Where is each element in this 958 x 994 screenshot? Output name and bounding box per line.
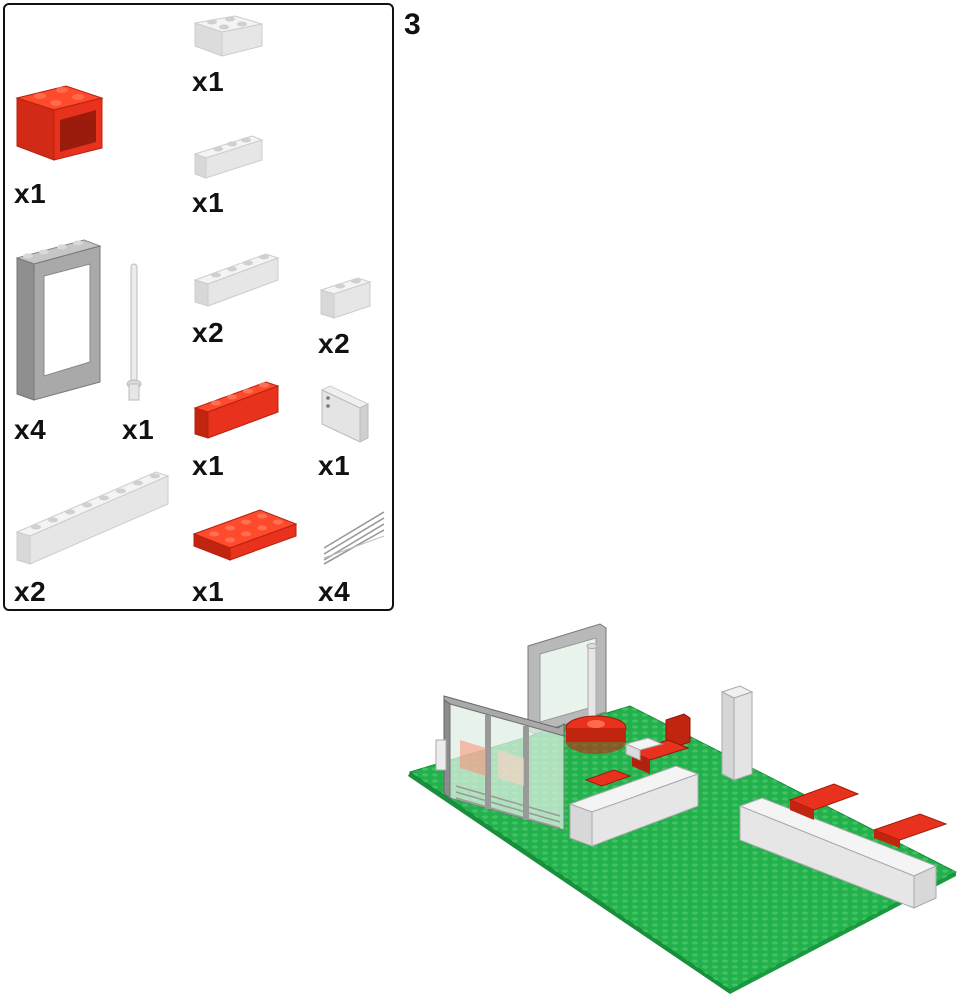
red-2x4-plate-icon <box>192 509 298 561</box>
gray-window-frame-icon <box>15 239 102 401</box>
quantity-label: x1 <box>318 450 351 481</box>
red-1x4-brick-icon <box>193 381 280 439</box>
door-panel-icon <box>320 385 370 443</box>
white-1x3-brick-icon <box>193 135 264 179</box>
quantity-label: x1 <box>192 66 225 97</box>
quantity-label: x2 <box>14 576 47 607</box>
white-2x2-brick-icon <box>194 15 263 57</box>
antenna-icon <box>126 263 142 401</box>
white-1x2-brick-icon <box>319 277 372 319</box>
quantity-label: x1 <box>192 576 225 607</box>
step-number: 3 <box>404 8 421 41</box>
quantity-label: x4 <box>318 576 351 607</box>
quantity-label: x1 <box>192 187 225 218</box>
quantity-label: x1 <box>14 178 47 209</box>
red-container-icon <box>15 85 104 161</box>
white-1x4-brick-icon <box>193 253 280 307</box>
assembled-model-illustration <box>408 623 958 994</box>
quantity-label: x1 <box>192 450 225 481</box>
quantity-label: x4 <box>14 414 47 445</box>
quantity-label: x1 <box>122 414 155 445</box>
quantity-label: x2 <box>192 317 225 348</box>
glass-pane-icon <box>323 511 385 565</box>
white-1x8-brick-icon <box>15 471 170 565</box>
quantity-label: x2 <box>318 328 351 359</box>
